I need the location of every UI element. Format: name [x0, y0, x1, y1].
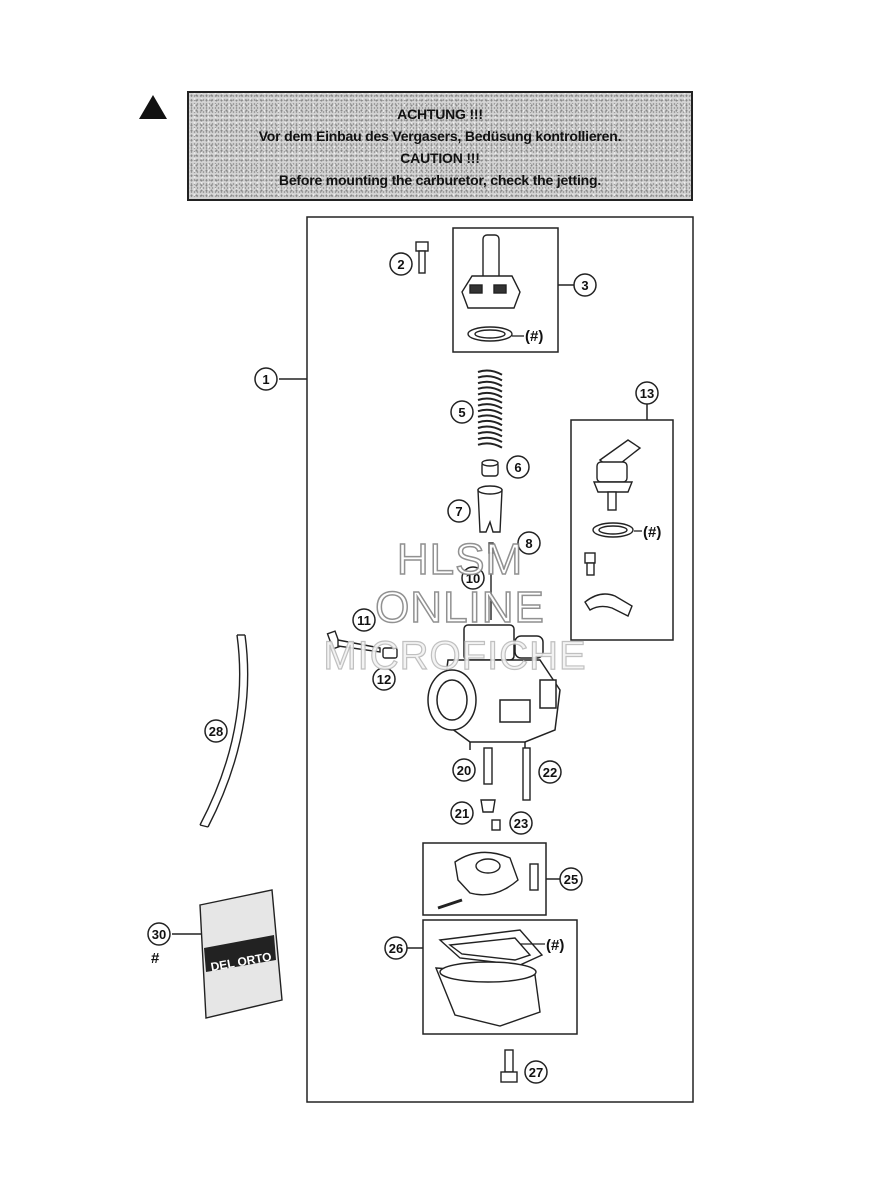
- callout-label-28: 28: [209, 724, 223, 739]
- callout-2: 2: [389, 252, 413, 276]
- warning-triangle-icon: [139, 95, 167, 119]
- choke-part-13: [584, 439, 642, 617]
- spring-part-12: [382, 647, 398, 659]
- callout-28: 28: [204, 719, 228, 743]
- hash-mark-part-13: (#): [643, 524, 661, 541]
- jet-part-23: [491, 819, 501, 831]
- banner-line-4: Before mounting the carburetor, check th…: [278, 172, 602, 188]
- callout-label-5: 5: [458, 405, 465, 420]
- callout-26: 26: [384, 936, 408, 960]
- caution-banner: ACHTUNG !!! Vor dem Einbau des Vergasers…: [187, 91, 693, 201]
- callout-label-12: 12: [377, 672, 391, 687]
- carburetor-body: [427, 624, 561, 750]
- callout-21: 21: [450, 801, 474, 825]
- callout-label-20: 20: [457, 763, 471, 778]
- jet-part-21: [480, 799, 496, 813]
- callout-25: 25: [559, 867, 583, 891]
- callout-13: 13: [635, 381, 659, 405]
- needle-part-8: [488, 542, 494, 620]
- callout-label-30: 30: [152, 927, 166, 942]
- slide-part-7: [477, 485, 503, 533]
- hash-mark-part-30: #: [151, 950, 160, 967]
- callout-label-3: 3: [581, 278, 588, 293]
- assembly-frame: [306, 216, 694, 1103]
- hash-mark-part-26: (#): [546, 937, 564, 954]
- callout-label-7: 7: [455, 504, 462, 519]
- callout-label-8: 8: [525, 536, 532, 551]
- hash-mark-part-3: (#): [525, 328, 543, 345]
- watermark-line-2: ONLINE: [374, 583, 545, 633]
- callout-11: 11: [352, 608, 376, 632]
- part-13-box: [570, 419, 674, 641]
- banner-line-2: Vor dem Einbau des Vergasers, Bedüsung k…: [258, 128, 622, 144]
- callout-label-23: 23: [514, 816, 528, 831]
- callout-label-10: 10: [466, 571, 480, 586]
- callout-7: 7: [447, 499, 471, 523]
- callout-label-2: 2: [397, 257, 404, 272]
- emulsion-tube-part-20: [483, 747, 493, 785]
- spring-part-5: [477, 369, 503, 449]
- cap-part-3: [461, 234, 521, 342]
- watermark-line-1: HLSM: [396, 535, 524, 585]
- screw-part-11: [326, 630, 398, 659]
- jet-part-22: [522, 747, 531, 801]
- callout-label-22: 22: [543, 765, 557, 780]
- seat-part-6: [481, 459, 499, 477]
- bowl-part-26: [434, 929, 544, 1027]
- callout-label-1: 1: [262, 372, 269, 387]
- callout-23: 23: [509, 811, 533, 835]
- callout-label-6: 6: [514, 460, 521, 475]
- callout-1: 1: [254, 367, 278, 391]
- hose-part-28: [199, 634, 249, 828]
- callout-label-11: 11: [357, 613, 371, 628]
- bolt-part-27: [500, 1049, 518, 1083]
- callout-label-21: 21: [455, 806, 469, 821]
- banner-line-1: ACHTUNG !!!: [397, 106, 483, 122]
- callout-27: 27: [524, 1060, 548, 1084]
- callout-label-13: 13: [640, 386, 654, 401]
- callout-3: 3: [573, 273, 597, 297]
- callout-22: 22: [538, 760, 562, 784]
- callout-30: 30: [147, 922, 171, 946]
- part-3-box: [452, 227, 559, 353]
- callout-6: 6: [506, 455, 530, 479]
- banner-line-3: CAUTION !!!: [400, 150, 480, 166]
- jet-bag-part-30: DEL ORTO: [199, 889, 283, 1019]
- watermark: HLSM ONLINE MICROFICHE: [300, 535, 620, 680]
- callout-label-25: 25: [564, 872, 578, 887]
- callout-12: 12: [372, 667, 396, 691]
- callout-5: 5: [450, 400, 474, 424]
- callout-label-26: 26: [389, 941, 403, 956]
- jets-parts-20-23: [480, 747, 531, 831]
- callout-8: 8: [517, 531, 541, 555]
- callout-10: 10: [461, 566, 485, 590]
- watermark-line-3: MICROFICHE: [323, 633, 587, 678]
- bolt-part-2: [415, 241, 429, 274]
- callout-20: 20: [452, 758, 476, 782]
- callout-label-27: 27: [529, 1065, 543, 1080]
- part-26-box: [422, 919, 578, 1035]
- float-part-25: [437, 851, 539, 910]
